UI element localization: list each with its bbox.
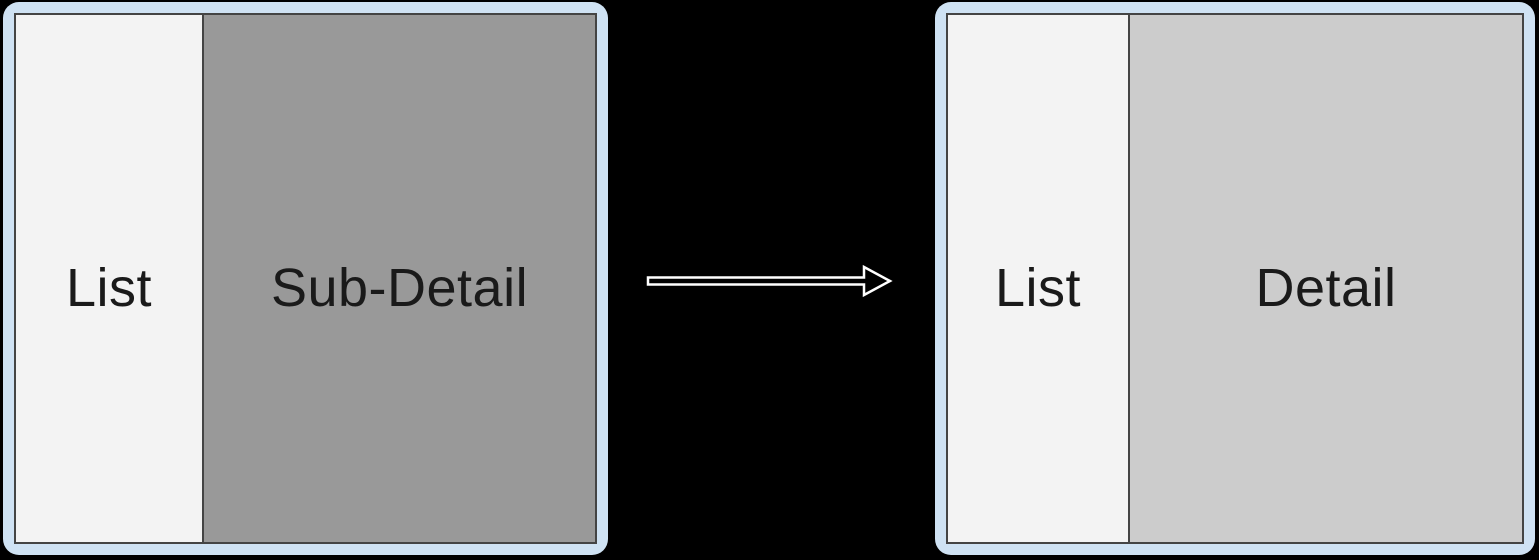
right-list-panel-label: List	[994, 257, 1082, 318]
sub-detail-panel-label: Sub-Detail	[270, 257, 529, 318]
left-list-panel-label: List	[65, 257, 153, 318]
right-list-panel: List	[948, 15, 1128, 542]
right-arrow-icon	[646, 264, 893, 298]
right-screen-frame: List Detail	[935, 2, 1535, 555]
left-screen-frame: List Sub-Detail	[3, 2, 608, 555]
right-screen: List Detail	[946, 13, 1524, 544]
right-arrow-shape	[646, 264, 893, 298]
detail-panel: Detail	[1128, 15, 1522, 542]
sub-detail-panel: Sub-Detail	[202, 15, 595, 542]
left-screen: List Sub-Detail	[14, 13, 597, 544]
left-list-panel: List	[16, 15, 202, 542]
detail-panel-label: Detail	[1255, 257, 1397, 318]
